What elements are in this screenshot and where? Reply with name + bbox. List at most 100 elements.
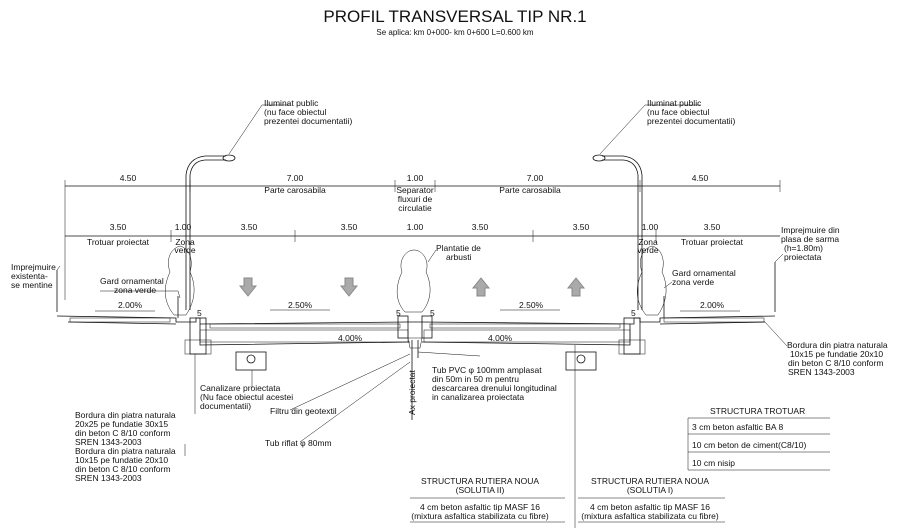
dim-top-4: 7.00 bbox=[527, 173, 544, 183]
label-shrubs-1: Plantatie de bbox=[436, 243, 481, 253]
svg-text:Bordura din piatra naturala: Bordura din piatra naturala bbox=[75, 410, 176, 420]
svg-text:zona verde: zona verde bbox=[672, 277, 714, 287]
label-fence-right-4: proiectata bbox=[784, 252, 822, 262]
curb-median-left: 5 bbox=[396, 308, 409, 339]
dim-second-5: 1.00 bbox=[407, 222, 424, 232]
svg-text:SREN 1343-2003: SREN 1343-2003 bbox=[788, 367, 855, 377]
dim-top-1: 4.50 bbox=[120, 173, 137, 183]
svg-text:3 cm beton asfaltic BA 8: 3 cm beton asfaltic BA 8 bbox=[692, 422, 783, 432]
ornamental-fence-right: Gard ornamental zona verde bbox=[663, 268, 736, 318]
label-separator-1: Separator bbox=[396, 185, 433, 195]
curb-mark-4: 5 bbox=[631, 308, 636, 318]
svg-text:Iluminat public: Iluminat public bbox=[264, 98, 319, 108]
svg-text:Canalizare proiectata: Canalizare proiectata bbox=[200, 383, 281, 393]
svg-text:in canalizarea proiectata: in canalizarea proiectata bbox=[432, 392, 524, 402]
fence-left: Imprejmuire existenta- se mentine bbox=[11, 262, 61, 312]
label-fence-right-1: Imprejmuire din bbox=[781, 225, 840, 235]
svg-text:10 cm beton de ciment(C8/10): 10 cm beton de ciment(C8/10) bbox=[692, 440, 807, 450]
dim-second-1: 3.50 bbox=[110, 222, 127, 232]
fence-right: Imprejmuire din plasa de sarma (h=1.80m)… bbox=[774, 225, 840, 312]
svg-text:Tub riflat φ 80mm: Tub riflat φ 80mm bbox=[265, 438, 332, 448]
drawing-subtitle: Se aplica: km 0+000- km 0+600 L=0.600 km bbox=[376, 28, 534, 37]
svg-text:(nu face obiectul: (nu face obiectul bbox=[264, 107, 326, 117]
ornamental-fence-left: Gard ornamental zona verde bbox=[100, 276, 181, 318]
tree-right bbox=[637, 245, 667, 316]
svg-text:din beton C 8/10 conform: din beton C 8/10 conform bbox=[788, 358, 883, 368]
svg-text:prezentei documentatii): prezentei documentatii) bbox=[264, 116, 353, 126]
drain-pit-left bbox=[235, 351, 267, 371]
slope-1: 2.00% bbox=[118, 300, 143, 310]
svg-text:(SOLUTIA I): (SOLUTIA I) bbox=[627, 485, 673, 495]
svg-text:STRUCTURA RUTIERA NOUA: STRUCTURA RUTIERA NOUA bbox=[591, 476, 709, 486]
svg-text:documentatii): documentatii) bbox=[200, 401, 251, 411]
structura-i: STRUCTURA RUTIERA NOUA (SOLUTIA I) 4 cm … bbox=[578, 476, 725, 523]
svg-text:20x25 pe fundatie 30x15: 20x25 pe fundatie 30x15 bbox=[75, 419, 168, 429]
curb-mark-1: 5 bbox=[197, 308, 202, 318]
note-canalizare: Canalizare proiectata (Nu face obiectul … bbox=[200, 370, 293, 411]
dim-top-5: 4.50 bbox=[692, 173, 709, 183]
label-green-left-2: verde bbox=[174, 245, 196, 255]
svg-text:(SOLUTIA II): (SOLUTIA II) bbox=[456, 485, 505, 495]
label-separator-2: fluxuri de bbox=[398, 194, 433, 204]
curb-median-right: 5 bbox=[421, 308, 435, 339]
tree-left bbox=[165, 245, 195, 316]
dim-second-9: 3.50 bbox=[704, 222, 721, 232]
layer-pct-1: 4.00% bbox=[338, 333, 363, 343]
svg-text:Gard ornamental: Gard ornamental bbox=[672, 268, 736, 278]
curb-left-outer: 5 bbox=[184, 308, 212, 355]
note-tub-riflat: Tub riflat φ 80mm bbox=[265, 361, 411, 448]
dim-second-8: 1.00 bbox=[642, 222, 659, 232]
slope-annotations: 2.00% 2.50% 2.50% 2.00% bbox=[95, 300, 740, 312]
drain-pit-right bbox=[565, 351, 597, 371]
svg-text:10x15 pe fundatie 20x10: 10x15 pe fundatie 20x10 bbox=[790, 349, 883, 359]
dim-second-7: 3.50 bbox=[573, 222, 590, 232]
label-ax: Ax proiectat bbox=[407, 369, 417, 415]
dim-second-2: 1.00 bbox=[175, 222, 192, 232]
label-fence-left-1: Imprejmuire bbox=[11, 262, 56, 272]
lighting-pole-left bbox=[185, 104, 290, 310]
lighting-left-note: Iluminat public (nu face obiectul prezen… bbox=[264, 98, 353, 126]
label-fence-left-2: existenta- bbox=[11, 271, 48, 281]
dim-top-2: 7.00 bbox=[287, 173, 304, 183]
label-carriageway-right: Parte carosabila bbox=[499, 185, 561, 195]
top-dimension-line: 4.50 7.00 1.00 7.00 4.50 Parte carosabil… bbox=[64, 173, 781, 300]
svg-text:Gard ornamental: Gard ornamental bbox=[100, 276, 164, 286]
curb-right-outer: 5 bbox=[618, 308, 646, 355]
label-separator-3: circulatie bbox=[398, 203, 432, 213]
svg-text:Tub PVC φ 100mm amplasat: Tub PVC φ 100mm amplasat bbox=[432, 365, 542, 375]
svg-text:descarcarea drenului longitudi: descarcarea drenului longitudinal bbox=[432, 383, 557, 393]
dim-second-3: 3.50 bbox=[241, 222, 258, 232]
note-tub-pvc: Tub PVC φ 100mm amplasat din 50m in 50 m… bbox=[432, 365, 557, 402]
label-green-left-1: Zona bbox=[175, 237, 195, 247]
dim-second-6: 3.50 bbox=[472, 222, 489, 232]
label-shrubs-2: arbusti bbox=[446, 252, 472, 262]
slope-2: 2.50% bbox=[288, 300, 313, 310]
label-fence-right-3: (h=1.80m) bbox=[784, 243, 823, 253]
svg-text:4 cm beton asfaltic tip MASF 1: 4 cm beton asfaltic tip MASF 16 bbox=[590, 502, 710, 512]
slope-4: 2.00% bbox=[700, 300, 725, 310]
svg-text:(mixtura asfaltica stabilizata: (mixtura asfaltica stabilizata cu fibre) bbox=[411, 511, 549, 521]
svg-text:(Nu face obiectul acestei: (Nu face obiectul acestei bbox=[200, 392, 293, 402]
note-bordura-right: Bordura din piatra naturala 10x15 pe fun… bbox=[764, 321, 888, 377]
structura-trotuar: STRUCTURA TROTUAR 3 cm beton asfaltic BA… bbox=[687, 406, 830, 471]
svg-text:STRUCTURA RUTIERA NOUA: STRUCTURA RUTIERA NOUA bbox=[421, 476, 539, 486]
dim-top-3: 1.00 bbox=[407, 173, 424, 183]
svg-text:prezentei documentatii): prezentei documentatii) bbox=[647, 116, 736, 126]
svg-text:4 cm beton asfaltic tip MASF 1: 4 cm beton asfaltic tip MASF 16 bbox=[420, 502, 540, 512]
arrow-down-2 bbox=[339, 277, 359, 297]
layer-pct-2: 4.00% bbox=[488, 333, 513, 343]
label-sidewalk-right: Trotuar proiectat bbox=[681, 237, 744, 247]
drawing-title: PROFIL TRANSVERSAL TIP NR.1 bbox=[323, 7, 586, 26]
svg-text:(mixtura asfaltica stabilizata: (mixtura asfaltica stabilizata cu fibre) bbox=[581, 511, 719, 521]
axis: Ax proiectat bbox=[407, 369, 417, 415]
label-fence-left-3: se mentine bbox=[11, 280, 53, 290]
svg-text:Bordura din piatra naturala: Bordura din piatra naturala bbox=[787, 340, 888, 350]
arrow-down-1 bbox=[238, 277, 258, 297]
label-green-right-1: Zona bbox=[638, 237, 658, 247]
svg-text:(nu face obiectul: (nu face obiectul bbox=[647, 107, 709, 117]
lighting-right-note: Iluminat public (nu face obiectul prezen… bbox=[647, 98, 736, 126]
note-bordura-left-1: Bordura din piatra naturala 20x25 pe fun… bbox=[75, 354, 196, 447]
svg-text:din beton C 8/10 conform: din beton C 8/10 conform bbox=[75, 464, 170, 474]
curb-mark-2: 5 bbox=[396, 308, 401, 318]
